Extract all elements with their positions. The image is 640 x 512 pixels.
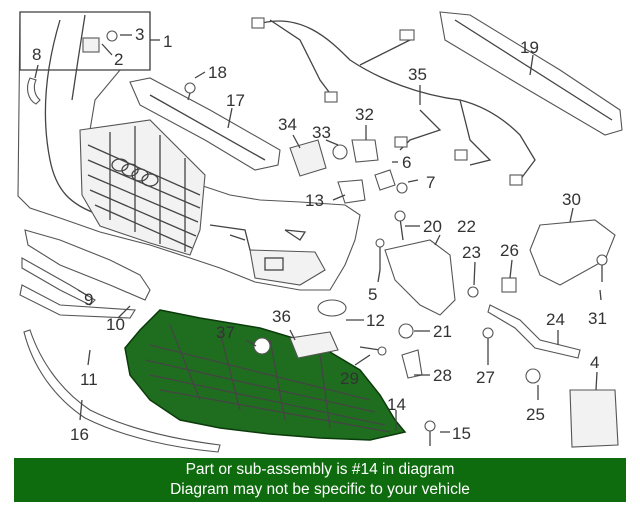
part-labels: 1 2 3 4 5 6 7 8 9 10 11 12 13 14 15 16 1… xyxy=(32,25,607,444)
label-24[interactable]: 24 xyxy=(546,310,565,329)
label-20[interactable]: 20 xyxy=(423,217,442,236)
label-7[interactable]: 7 xyxy=(426,173,435,192)
logo-rings xyxy=(111,158,159,187)
label-14[interactable]: 14 xyxy=(387,395,406,414)
label-10[interactable]: 10 xyxy=(106,315,125,334)
label-23[interactable]: 23 xyxy=(462,243,481,262)
label-2[interactable]: 2 xyxy=(114,50,123,69)
label-11[interactable]: 11 xyxy=(80,370,98,389)
label-29[interactable]: 29 xyxy=(340,369,359,388)
label-35[interactable]: 35 xyxy=(408,65,427,84)
label-34[interactable]: 34 xyxy=(278,115,297,134)
part-14-highlight[interactable] xyxy=(124,309,407,441)
label-37[interactable]: 37 xyxy=(216,323,235,342)
label-22[interactable]: 22 xyxy=(457,217,476,236)
group-box xyxy=(19,11,151,71)
label-21[interactable]: 21 xyxy=(433,322,452,341)
label-8[interactable]: 8 xyxy=(32,45,41,64)
label-15[interactable]: 15 xyxy=(452,424,471,443)
label-9[interactable]: 9 xyxy=(84,290,93,309)
label-17[interactable]: 17 xyxy=(226,91,245,110)
reinforcement-bar xyxy=(439,11,623,136)
footer-line-2: Diagram may not be specific to your vehi… xyxy=(170,481,470,498)
label-36[interactable]: 36 xyxy=(272,307,291,326)
wiring-harness xyxy=(251,17,536,186)
label-30[interactable]: 30 xyxy=(562,190,581,209)
label-13[interactable]: 13 xyxy=(305,191,324,210)
label-31[interactable]: 31 xyxy=(588,309,607,328)
small-parts xyxy=(27,30,619,448)
label-16[interactable]: 16 xyxy=(70,425,89,444)
footer-banner: Part or sub-assembly is #14 in diagram D… xyxy=(14,458,626,502)
label-1[interactable]: 1 xyxy=(163,32,172,51)
leader-lines xyxy=(34,34,602,433)
label-19[interactable]: 19 xyxy=(520,38,539,57)
label-33[interactable]: 33 xyxy=(312,123,331,142)
label-12[interactable]: 12 xyxy=(366,311,385,330)
label-4[interactable]: 4 xyxy=(590,353,599,372)
bracket-17 xyxy=(129,77,281,171)
label-18[interactable]: 18 xyxy=(208,63,227,82)
label-28[interactable]: 28 xyxy=(433,366,452,385)
footer-line-1: Part or sub-assembly is #14 in diagram xyxy=(185,461,455,478)
label-25[interactable]: 25 xyxy=(526,405,545,424)
label-3[interactable]: 3 xyxy=(135,25,144,44)
label-6[interactable]: 6 xyxy=(402,153,411,172)
label-27[interactable]: 27 xyxy=(476,368,495,387)
label-32[interactable]: 32 xyxy=(355,105,374,124)
label-26[interactable]: 26 xyxy=(500,241,519,260)
trim-strips xyxy=(19,229,221,453)
label-5[interactable]: 5 xyxy=(368,285,377,304)
bumper-cover xyxy=(17,11,361,291)
